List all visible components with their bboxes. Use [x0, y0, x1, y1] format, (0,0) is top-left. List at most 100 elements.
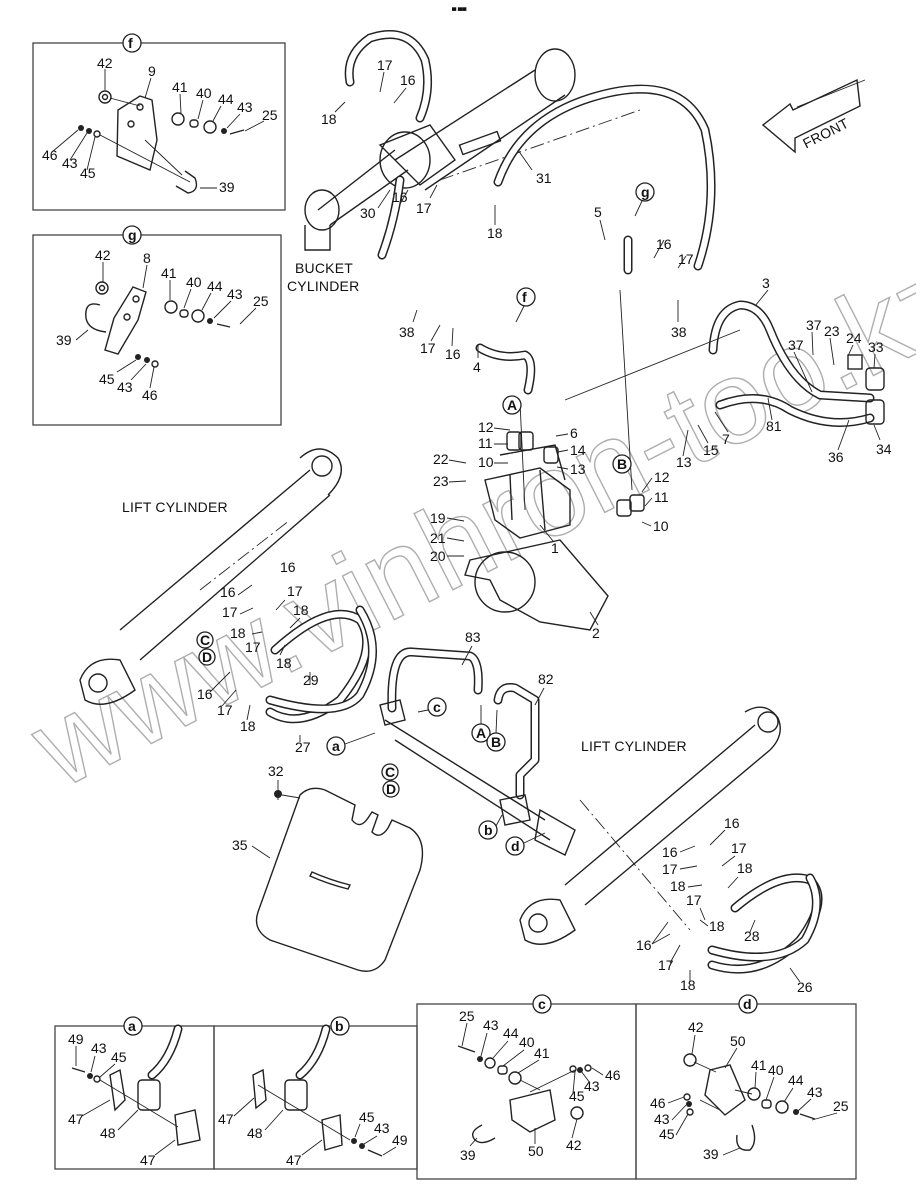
- diagram-stroke: [179, 309, 189, 318]
- diagram-stroke: [32, 234, 282, 426]
- diagram-stroke: [75, 1046, 176, 1156]
- diagram-stroke: [629, 494, 645, 512]
- part-callout: 45: [569, 1088, 585, 1104]
- diagram-stroke: [122, 225, 142, 245]
- diagram-stroke: [569, 1065, 577, 1073]
- diagram-stroke: [651, 829, 801, 983]
- diagram-stroke: [198, 648, 216, 666]
- diagram-stroke: [346, 31, 431, 121]
- diagram-stroke: [284, 1079, 308, 1111]
- diagram-stroke: [175, 170, 198, 194]
- part-callout: 18: [737, 860, 753, 876]
- part-callout: 43: [237, 99, 253, 115]
- part-callout: 43: [91, 1040, 107, 1056]
- part-callout: 47: [286, 1152, 302, 1168]
- diagram-stroke: [515, 305, 525, 323]
- part-callout: 17: [287, 583, 303, 599]
- diagram-stroke: [189, 119, 199, 128]
- diagram-stroke: [744, 706, 781, 751]
- diagram-stroke: [267, 611, 370, 722]
- detail-inset-a-title: a: [128, 1018, 136, 1034]
- part-callout: 44: [218, 91, 234, 107]
- diagram-stroke: [54, 1025, 215, 1170]
- part-callout: 41: [534, 1045, 550, 1061]
- diagram-stroke: [519, 329, 741, 511]
- diagram-stroke: [865, 399, 885, 425]
- diagram-stroke: [344, 709, 546, 844]
- part-callout: 39: [219, 179, 235, 195]
- part-callout: 39: [56, 332, 72, 348]
- diagram-stroke: [119, 469, 331, 661]
- diagram-stroke: [439, 109, 641, 181]
- bucket-cylinder: [304, 48, 641, 251]
- diagram-stroke: [191, 309, 205, 323]
- diagram-stroke: [79, 658, 136, 705]
- diagram-stroke: [796, 79, 866, 108]
- diagram-stroke: [761, 1099, 772, 1109]
- diagram-stroke: [229, 129, 245, 135]
- diagram-stroke: [506, 431, 522, 451]
- diagram-stroke: [534, 808, 576, 856]
- diagram-stroke: [704, 1064, 746, 1116]
- part-callout: 34: [876, 441, 892, 457]
- diagram-stroke: [634, 200, 643, 217]
- part-callout: 20: [430, 548, 446, 564]
- part-callout: 13: [676, 454, 692, 470]
- part-callout: 16: [220, 584, 236, 600]
- detail-inset-c-title: c: [538, 996, 546, 1012]
- diagram-stroke: [104, 286, 147, 355]
- diagram-stroke: [667, 1034, 838, 1156]
- diagram-stroke: [203, 120, 217, 134]
- part-callout: 18: [680, 977, 696, 993]
- callouts-left-lift: 16 16 17 17 18 18 17 18 16 17 18 29 27 C…: [196, 559, 319, 755]
- part-callout: 32: [268, 763, 284, 779]
- part-callout: 18: [487, 225, 503, 241]
- part-callout: 18: [709, 918, 725, 934]
- part-callout: 2: [592, 625, 600, 641]
- diagram-stroke: [757, 711, 779, 733]
- diagram-stroke: [334, 71, 769, 358]
- diagram-stroke: [384, 719, 551, 841]
- detail-inset-a: a 49 43 45 47 48 47: [54, 1016, 215, 1170]
- detail-ref-f: f: [522, 289, 527, 305]
- diagram-stroke: [519, 898, 576, 945]
- part-callout: 16: [662, 844, 678, 860]
- part-callout: 43: [227, 286, 243, 302]
- diagram-stroke: [274, 790, 282, 798]
- diagram-stroke: [747, 1087, 761, 1101]
- diagram-stroke: [71, 1067, 86, 1073]
- diagram-stroke: [534, 48, 576, 102]
- diagram-stroke: [497, 1065, 508, 1075]
- diagram-stroke: [532, 994, 552, 1014]
- part-callout: 24: [846, 330, 862, 346]
- diagram-stroke: [693, 1061, 753, 1111]
- diagram-stroke: [93, 1075, 101, 1083]
- diagram-stroke: [416, 1003, 637, 1180]
- detail-inset-f: f 42 9 41 40 44 43 25 46 43 45 39: [32, 33, 286, 211]
- part-callout: 49: [68, 1031, 84, 1047]
- diagram-stroke: [686, 1101, 692, 1107]
- diagram-stroke: [683, 1093, 691, 1101]
- diagram-stroke: [736, 1124, 756, 1151]
- diagram-stroke: [865, 367, 885, 391]
- diagram-stroke: [379, 699, 406, 726]
- part-callout: 40: [196, 85, 212, 101]
- diagram-stroke: [123, 1016, 143, 1036]
- diagram-stroke: [132, 295, 140, 303]
- lift-cylinder-label-right: LIFT CYLINDER: [581, 738, 687, 754]
- part-callout: 83: [465, 629, 481, 645]
- part-callout: 17: [686, 892, 702, 908]
- callouts-valve-area: 12 11 10 6 14 13 22 23 19 21 20 1 2 12 1…: [430, 395, 782, 641]
- hoses: [344, 30, 875, 427]
- diagram-stroke: [99, 97, 191, 183]
- part-callout: 40: [768, 1062, 784, 1078]
- diagram-stroke: [127, 120, 135, 128]
- part-callout: 18: [230, 625, 246, 641]
- bucket-cylinder-label-2: CYLINDER: [287, 278, 359, 294]
- part-callout: 11: [478, 435, 493, 451]
- diagram-stroke: [635, 1003, 857, 1180]
- part-callout: 43: [584, 1078, 600, 1094]
- diagram-stroke: [221, 128, 227, 134]
- diagram-stroke: [379, 177, 403, 258]
